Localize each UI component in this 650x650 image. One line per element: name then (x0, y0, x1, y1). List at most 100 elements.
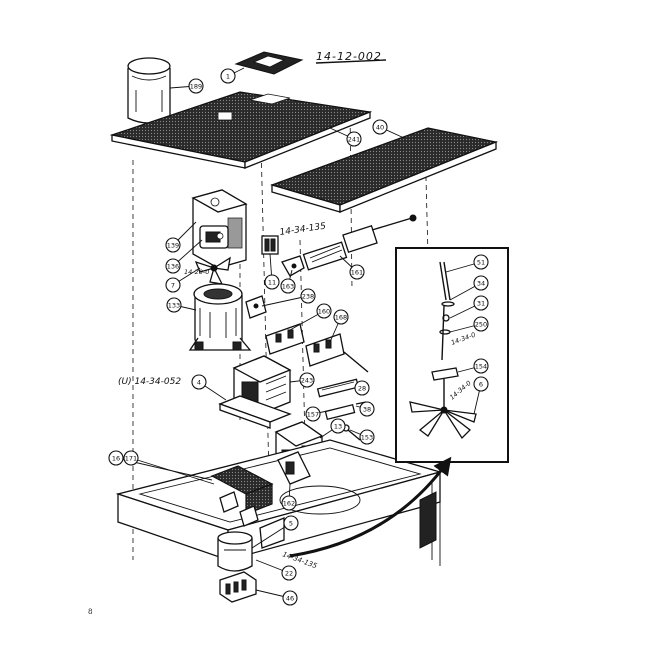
callout-label: 162 (283, 500, 295, 508)
callout-label: 136 (167, 263, 179, 271)
callout-circle (165, 258, 181, 274)
callout-label: 13 (334, 423, 342, 431)
callout-circle (299, 372, 315, 388)
callout-34: 34 (473, 275, 489, 291)
callout-circle (281, 495, 297, 511)
main-motor (188, 283, 252, 351)
callout-circle (473, 358, 489, 374)
callout-label: 243 (301, 377, 313, 385)
callout-241: 241 (346, 131, 362, 147)
callout-153: 153 (359, 429, 375, 445)
callout-circle (473, 316, 489, 332)
callout-154: 154 (473, 358, 489, 374)
callout-circle (188, 78, 204, 94)
top-mesh-plate (109, 91, 373, 169)
callout-circle (282, 590, 298, 606)
callout-circle (330, 418, 346, 434)
callout-circle (359, 401, 375, 417)
callout-133: 133 (166, 297, 182, 313)
callout-label: 4 (197, 379, 201, 387)
channel-base (218, 395, 292, 429)
callout-circle (354, 380, 370, 396)
base-clips (219, 491, 285, 549)
callout-6: 6 (473, 376, 489, 392)
callout-label: 11 (268, 279, 276, 287)
filter-cup (127, 57, 171, 124)
callout-circle (473, 254, 489, 270)
gasket-plate (234, 51, 304, 75)
callout-label: 157 (307, 411, 319, 419)
callout-label: 31 (477, 300, 485, 308)
callout-163: 163 (280, 278, 296, 294)
callout-243: 243 (299, 372, 315, 388)
callout-circle (283, 515, 299, 531)
callout-circle (473, 275, 489, 291)
callout-38: 38 (359, 401, 375, 417)
callout-28: 28 (354, 380, 370, 396)
callout-189: 189 (188, 78, 204, 94)
callout-label: 161 (351, 269, 363, 277)
callout-label: 238 (302, 293, 314, 301)
inset-fan-detail (395, 247, 509, 463)
assembly-arrow (289, 456, 452, 558)
small-motor (199, 225, 229, 249)
callout-circle (166, 297, 182, 313)
callout-circle (333, 309, 349, 325)
bracket-162 (277, 451, 311, 485)
callout-label: 46 (286, 595, 294, 603)
callout-4: 4 (191, 374, 207, 390)
left-code-text: (U) 14-34-052 (118, 377, 181, 387)
handwritten-notes: 14-12-002 14-34-135 14-20-0 (U) 14-34-05… (88, 50, 477, 616)
callout-22: 22 (281, 565, 297, 581)
callout-label: 171 (125, 455, 137, 463)
callout-label: 154 (475, 363, 487, 371)
callout-5: 5 (283, 515, 299, 531)
callout-circle (359, 429, 375, 445)
callout-label: 34 (477, 280, 485, 288)
callout-157: 157 (305, 406, 321, 422)
callout-1: 1 (220, 68, 236, 84)
callout-51: 51 (473, 254, 489, 270)
callout-circle (165, 237, 181, 253)
callout-label: 40 (376, 124, 384, 132)
leader-line-5 (251, 522, 292, 549)
callout-circle (346, 131, 362, 147)
callout-label: 163 (282, 283, 294, 291)
callout-circle (191, 374, 207, 390)
small-fan-blade (194, 256, 231, 285)
side-mesh-plate (270, 127, 499, 213)
callout-label: 189 (190, 83, 202, 91)
leader-line-238 (261, 295, 309, 307)
callout-161: 161 (349, 264, 365, 280)
callout-circle (473, 376, 489, 392)
leader-line-171 (130, 457, 215, 485)
callout-circle (108, 450, 124, 466)
callout-circle (372, 119, 388, 135)
callout-label: 7 (171, 282, 175, 290)
page-number-text: 8 (88, 608, 92, 616)
callout-7: 7 (165, 277, 181, 293)
callout-40: 40 (372, 119, 388, 135)
small-code-text: 14-20-0 (184, 268, 209, 276)
callout-circle (316, 303, 332, 319)
callout-circle (281, 565, 297, 581)
callout-circle (264, 274, 280, 290)
callout-label: 16 (112, 455, 120, 463)
callout-238: 238 (300, 288, 316, 304)
callout-label: 133 (168, 302, 180, 310)
callout-label: 51 (477, 259, 485, 267)
callout-circle (280, 278, 296, 294)
callout-label: 6 (479, 381, 483, 389)
callout-label: 250 (475, 321, 487, 329)
callout-13: 13 (330, 418, 346, 434)
callout-168: 168 (333, 309, 349, 325)
clip-part (281, 255, 305, 277)
callout-label: 5 (289, 520, 293, 528)
callout-16: 16 (108, 450, 124, 466)
top-code-text: 14-12-002 (316, 50, 382, 63)
callout-label: 22 (285, 570, 293, 578)
callout-label: 160 (318, 308, 330, 316)
switch-plate-168 (305, 333, 369, 373)
callout-label: 28 (358, 385, 366, 393)
